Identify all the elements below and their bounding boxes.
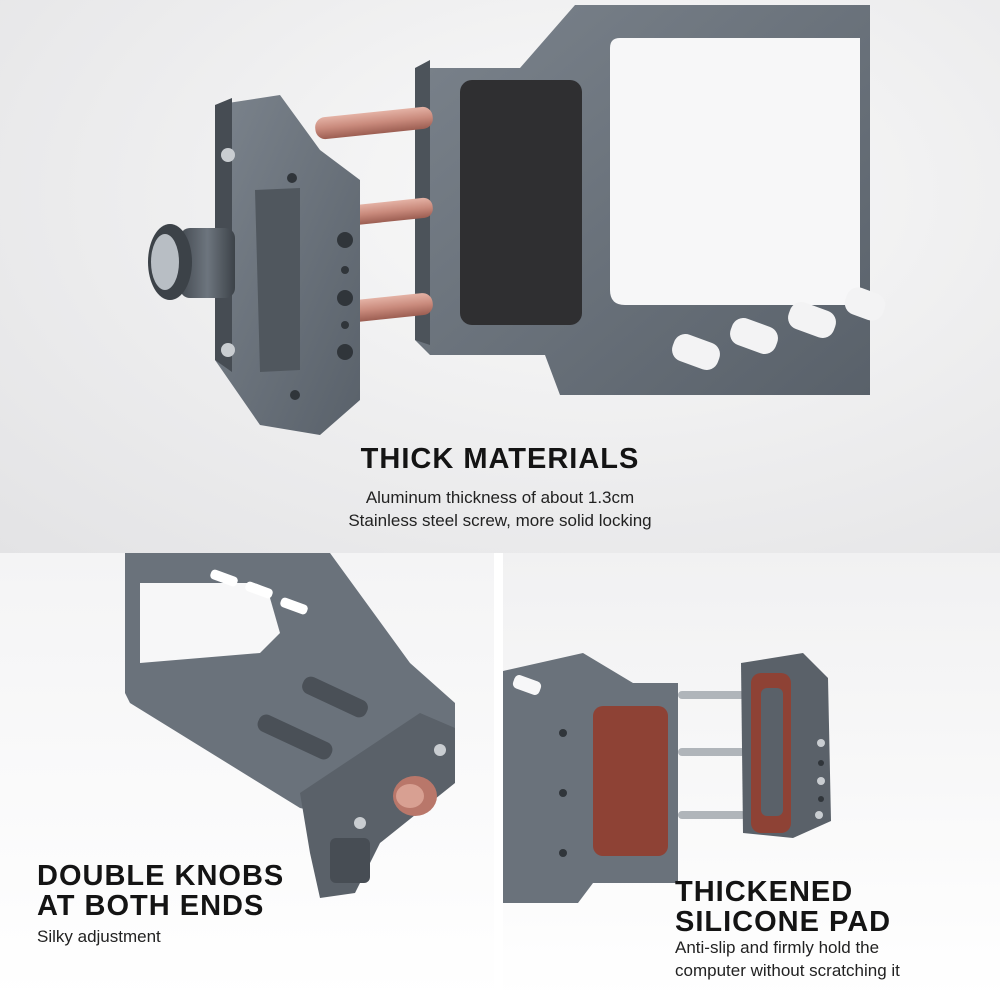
clamp-closeup-illustration [148,5,886,435]
thick-materials-line-2: Stainless steel screw, more solid lockin… [348,511,652,530]
clamp-block [215,95,360,435]
double-knobs-illustration [125,553,455,898]
thick-materials-panel: THICK MATERIALS Aluminum thickness of ab… [0,0,1000,553]
double-knobs-title-line-2: AT BOTH ENDS [37,890,265,922]
double-knobs-subtitle: Silky adjustment [37,927,161,946]
silicone-pad-illustration [503,653,831,903]
silicone-pad-left [593,706,668,856]
right-clamp [741,653,831,838]
black-pad [460,80,582,325]
thick-materials-line-1: Aluminum thickness of about 1.3cm [365,488,635,507]
steel-rods [678,691,746,819]
silicone-pad-title-line-1: THICKENED [675,876,854,908]
silicone-pad-line-1: Anti-slip and firmly hold the [675,938,880,957]
copper-knob [393,776,437,816]
end-block [300,713,455,898]
silicone-pad-line-2: computer without scratching it [675,961,900,980]
thick-materials-title: THICK MATERIALS [360,443,640,475]
double-knobs-title-line-1: DOUBLE KNOBS [37,860,285,892]
knob [148,224,235,300]
double-knobs-panel: DOUBLE KNOBS AT BOTH ENDS Silky adjustme… [0,553,494,1000]
silicone-pad-title-line-2: SILICONE PAD [675,906,892,938]
silicone-pad-panel: THICKENED SILICONE PAD Anti-slip and fir… [503,553,1000,1000]
